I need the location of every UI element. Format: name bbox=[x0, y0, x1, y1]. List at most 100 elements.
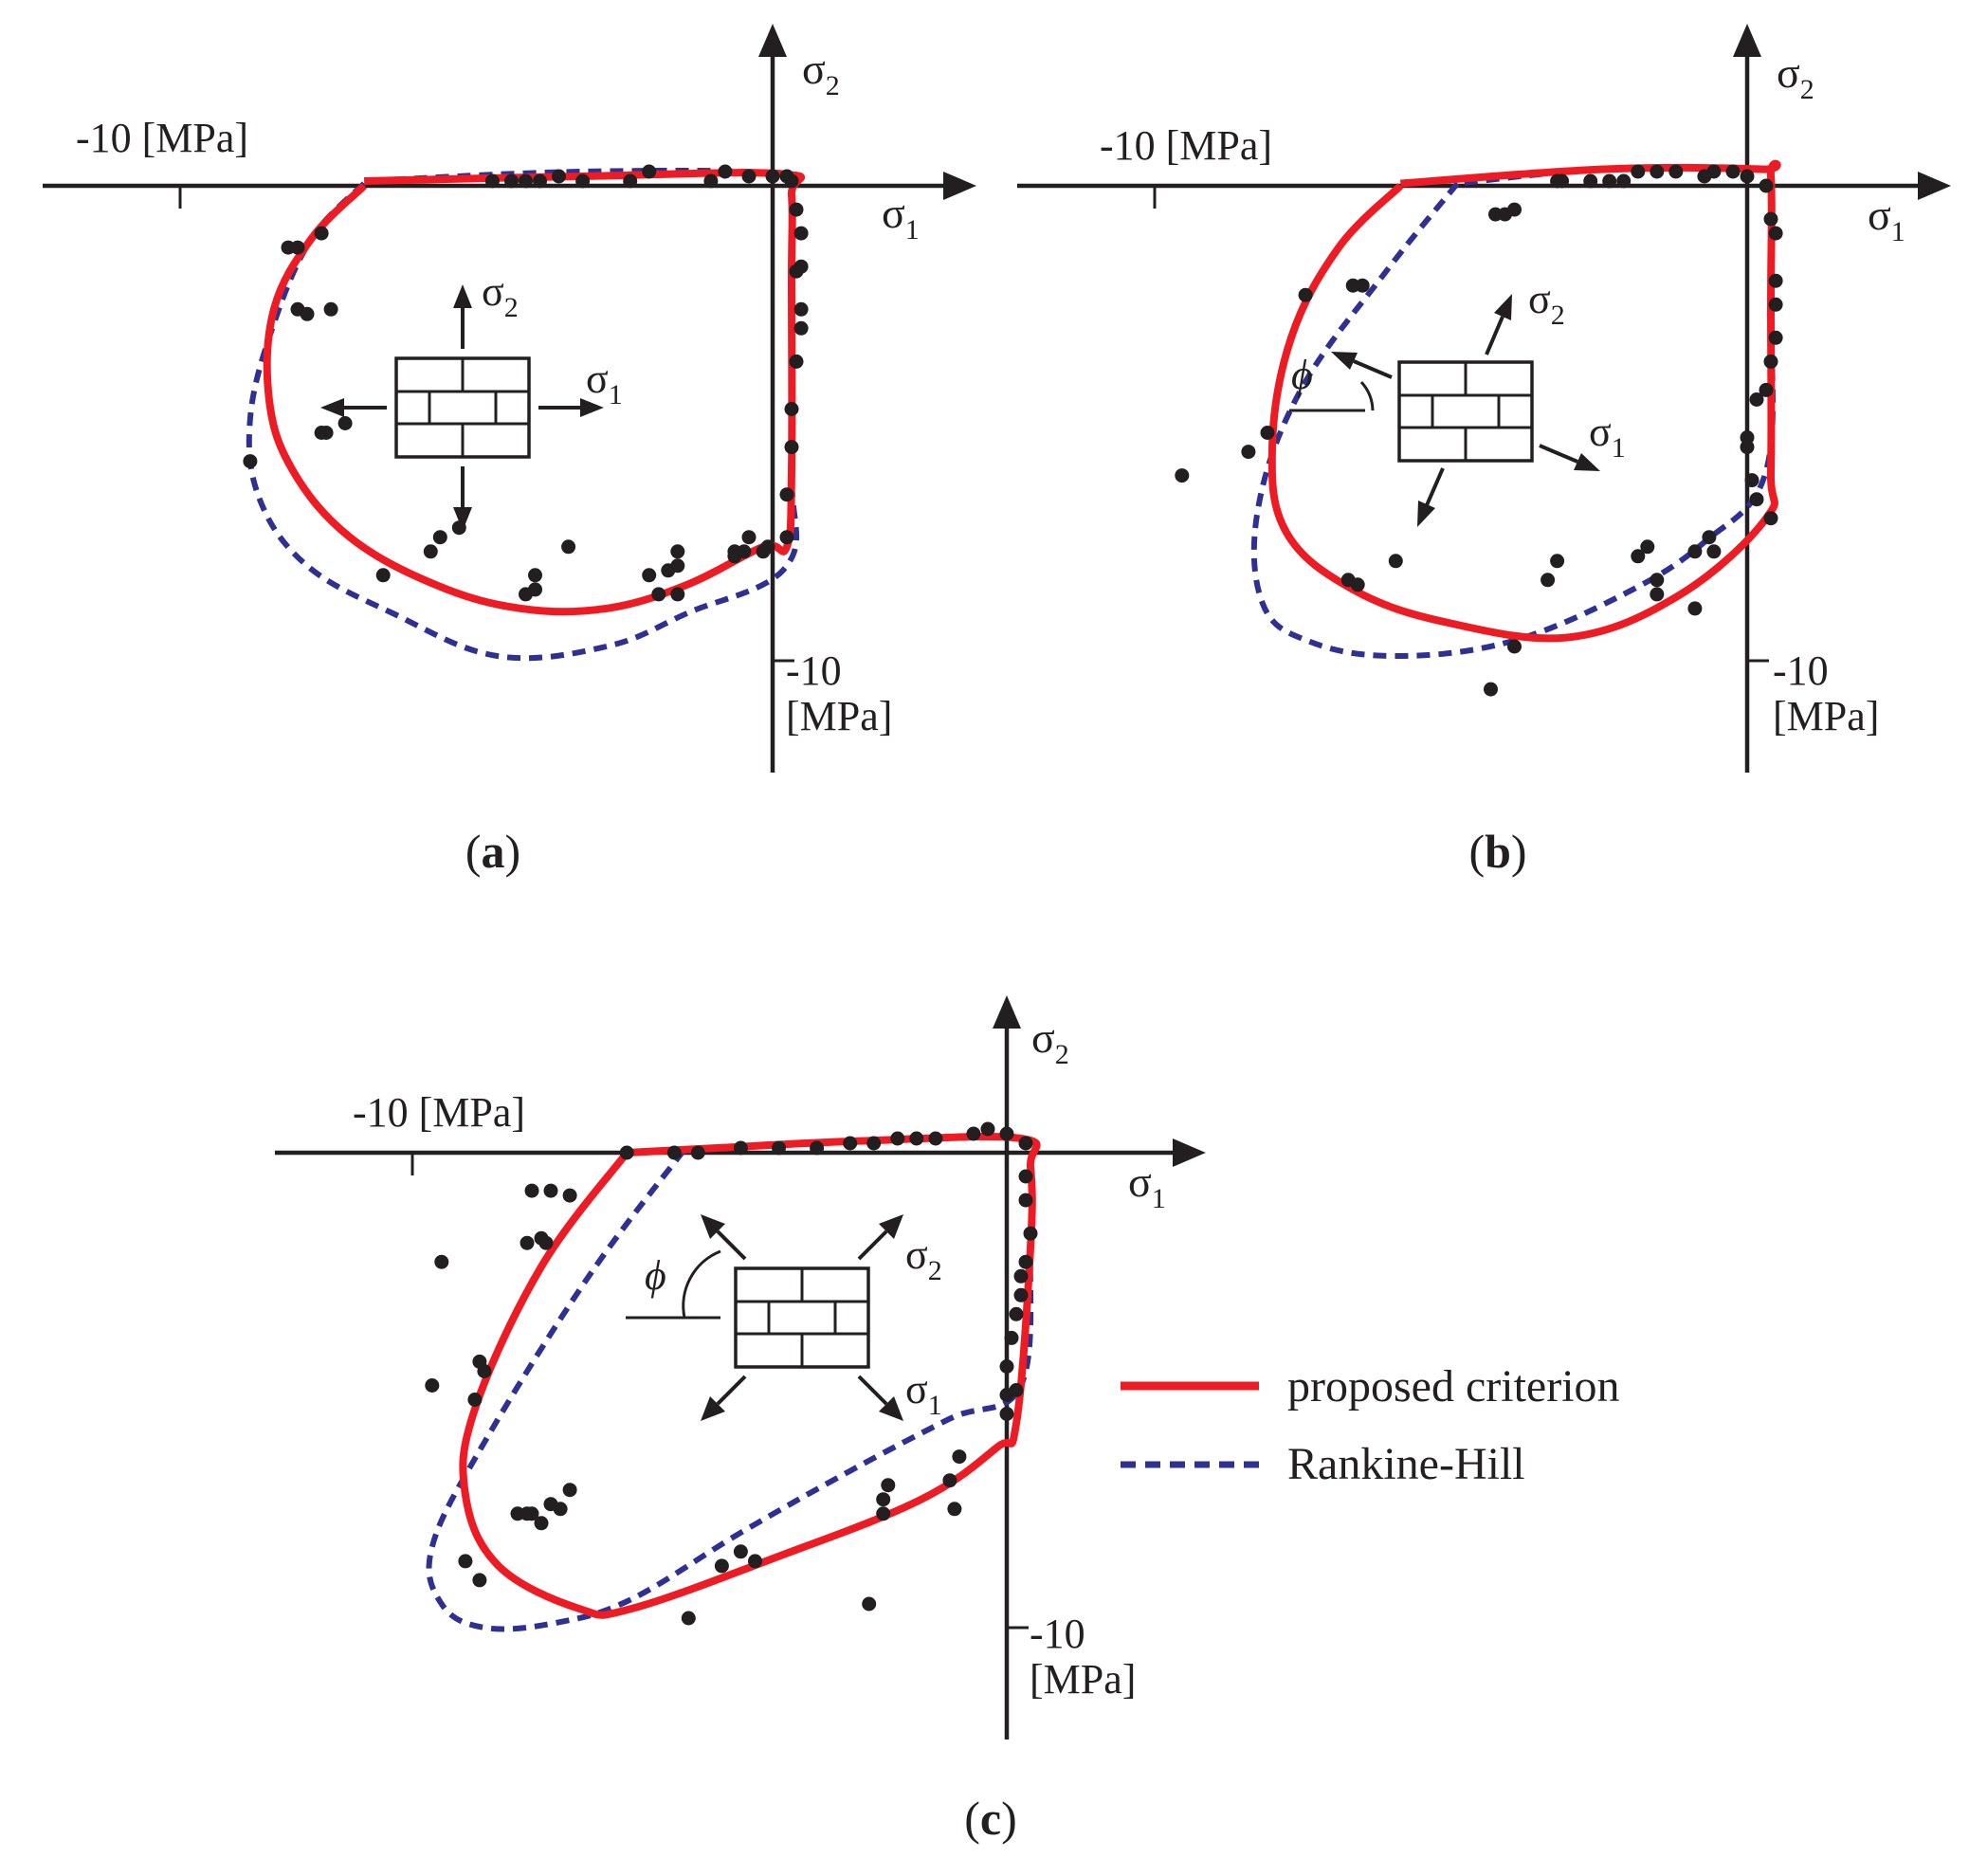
masonry-joints bbox=[1399, 362, 1532, 461]
experimental-data-point bbox=[741, 169, 757, 184]
y-tick-label-unit: [MPa] bbox=[786, 693, 892, 739]
experimental-data-point bbox=[1740, 169, 1755, 184]
experimental-data-point bbox=[1484, 682, 1498, 697]
y-axis-label-symbol: σ2 bbox=[1031, 1013, 1069, 1070]
experimental-data-point bbox=[765, 169, 780, 184]
experimental-data-point bbox=[528, 582, 542, 597]
experimental-data-point bbox=[690, 1145, 705, 1160]
experimental-data-point bbox=[1616, 173, 1632, 189]
experimental-data-point bbox=[999, 1407, 1014, 1421]
experimental-data-point bbox=[528, 568, 542, 583]
experimental-data-point bbox=[337, 416, 353, 430]
experimental-data-point bbox=[1706, 544, 1722, 559]
experimental-data-point bbox=[909, 1131, 924, 1146]
panel-label: (c) bbox=[964, 1792, 1017, 1845]
experimental-data-point bbox=[1009, 1306, 1024, 1321]
experimental-data-point bbox=[703, 173, 719, 189]
experimental-data-point bbox=[779, 169, 794, 184]
y-tick-label-value: -10 bbox=[1030, 1611, 1085, 1657]
x-axis-label-symbol: σ1 bbox=[1128, 1157, 1166, 1214]
angle-symbol: ϕ bbox=[1291, 352, 1313, 398]
y-axis-label-symbol: σ2 bbox=[802, 45, 840, 101]
experimental-data-point bbox=[504, 173, 519, 189]
panel-c: -10 [MPa] -10 [MPa] σ2 σ1 ϕ σ2 σ1 (c) bbox=[275, 995, 1206, 1845]
experimental-data-point bbox=[477, 1364, 492, 1378]
experimental-data-point bbox=[793, 259, 809, 274]
experimental-data-point bbox=[1018, 1169, 1033, 1184]
experimental-data-point bbox=[1650, 573, 1665, 588]
y-axis-arrowhead bbox=[993, 995, 1021, 1029]
proposed-criterion-curve bbox=[1267, 159, 1781, 643]
experimental-data-point bbox=[538, 1235, 554, 1250]
experimental-data-point bbox=[534, 1516, 549, 1531]
experimental-data-point bbox=[866, 1136, 882, 1151]
rankine-hill-curve bbox=[246, 167, 805, 662]
experimental-data-point bbox=[670, 558, 685, 574]
y-axis-label: σ2 bbox=[1031, 1013, 1069, 1070]
experimental-data-point bbox=[784, 402, 799, 416]
experimental-data-point bbox=[999, 1126, 1014, 1141]
experimental-data-point bbox=[467, 1393, 483, 1407]
experimental-data-point bbox=[1725, 164, 1741, 179]
experimental-data-point bbox=[1740, 440, 1755, 455]
experimental-data-point bbox=[524, 1506, 539, 1521]
experimental-data-point bbox=[1350, 577, 1365, 592]
proposed-criterion-curve bbox=[263, 169, 806, 616]
experimental-data-point bbox=[543, 1183, 558, 1198]
experimental-data-point bbox=[1241, 445, 1256, 460]
y-tick-label-unit: [MPa] bbox=[1030, 1656, 1136, 1703]
experimental-data-point bbox=[319, 426, 334, 440]
experimental-data-point bbox=[1768, 226, 1783, 241]
experimental-data-point bbox=[1631, 549, 1646, 564]
experimental-data-point bbox=[642, 568, 657, 583]
experimental-data-point bbox=[862, 1596, 877, 1612]
legend: proposed criterion Rankine-Hill bbox=[1121, 1361, 1620, 1489]
experimental-data-point bbox=[1640, 539, 1655, 555]
experimental-data-point bbox=[714, 1558, 729, 1574]
plot-area bbox=[425, 1121, 1041, 1632]
experimental-data-point bbox=[619, 1145, 634, 1160]
y-tick-label-value: -10 bbox=[1773, 647, 1829, 694]
experimental-data-point bbox=[1018, 1136, 1033, 1151]
experimental-data-point bbox=[1763, 354, 1778, 369]
experimental-data-point bbox=[533, 173, 547, 189]
panel-b: -10 [MPa] -10 [MPa] σ2 σ1 ϕ σ2 σ1 (b) bbox=[1017, 24, 1951, 878]
experimental-data-point bbox=[1023, 1226, 1038, 1241]
experimental-data-point bbox=[966, 1126, 981, 1141]
experimental-data-point bbox=[1650, 587, 1665, 602]
experimental-data-point bbox=[1541, 573, 1556, 588]
experimental-data-point bbox=[243, 454, 258, 469]
x-axis-label: σ1 bbox=[1868, 191, 1905, 247]
proposed-criterion-curve bbox=[459, 1132, 1041, 1619]
experimental-data-point bbox=[562, 1483, 577, 1498]
masonry-inset bbox=[1397, 360, 1534, 463]
experimental-data-point bbox=[1749, 492, 1764, 507]
masonry-inset bbox=[394, 356, 531, 459]
experimental-data-point bbox=[1668, 164, 1684, 179]
x-axis-arrowhead bbox=[1173, 1138, 1206, 1167]
experimental-data-point bbox=[552, 169, 566, 184]
y-axis-label: σ2 bbox=[1777, 48, 1814, 105]
experimental-data-point bbox=[1355, 278, 1370, 293]
experimental-data-point bbox=[876, 1506, 891, 1521]
panel-label-letter: b bbox=[1485, 825, 1511, 878]
experimental-data-point bbox=[425, 1378, 440, 1393]
experimental-data-point bbox=[784, 440, 799, 455]
experimental-data-point bbox=[1650, 164, 1665, 179]
experimental-data-point bbox=[472, 1573, 487, 1588]
y-axis-arrowhead bbox=[1733, 24, 1761, 57]
rankine-hill-curve bbox=[426, 1133, 1040, 1632]
experimental-data-point bbox=[793, 320, 809, 336]
x-tick-label: -10 [MPa] bbox=[1100, 122, 1272, 169]
experimental-data-point bbox=[1768, 273, 1783, 288]
masonry-joints bbox=[736, 1268, 868, 1367]
experimental-data-point bbox=[520, 1235, 535, 1250]
inset-arrows bbox=[626, 1214, 903, 1421]
experimental-data-point bbox=[681, 1611, 696, 1626]
experimental-data-point bbox=[1013, 1268, 1029, 1284]
y-axis-arrowhead bbox=[758, 24, 787, 57]
experimental-data-point bbox=[810, 1140, 825, 1156]
experimental-data-point bbox=[423, 544, 438, 559]
plot-area bbox=[243, 164, 809, 662]
